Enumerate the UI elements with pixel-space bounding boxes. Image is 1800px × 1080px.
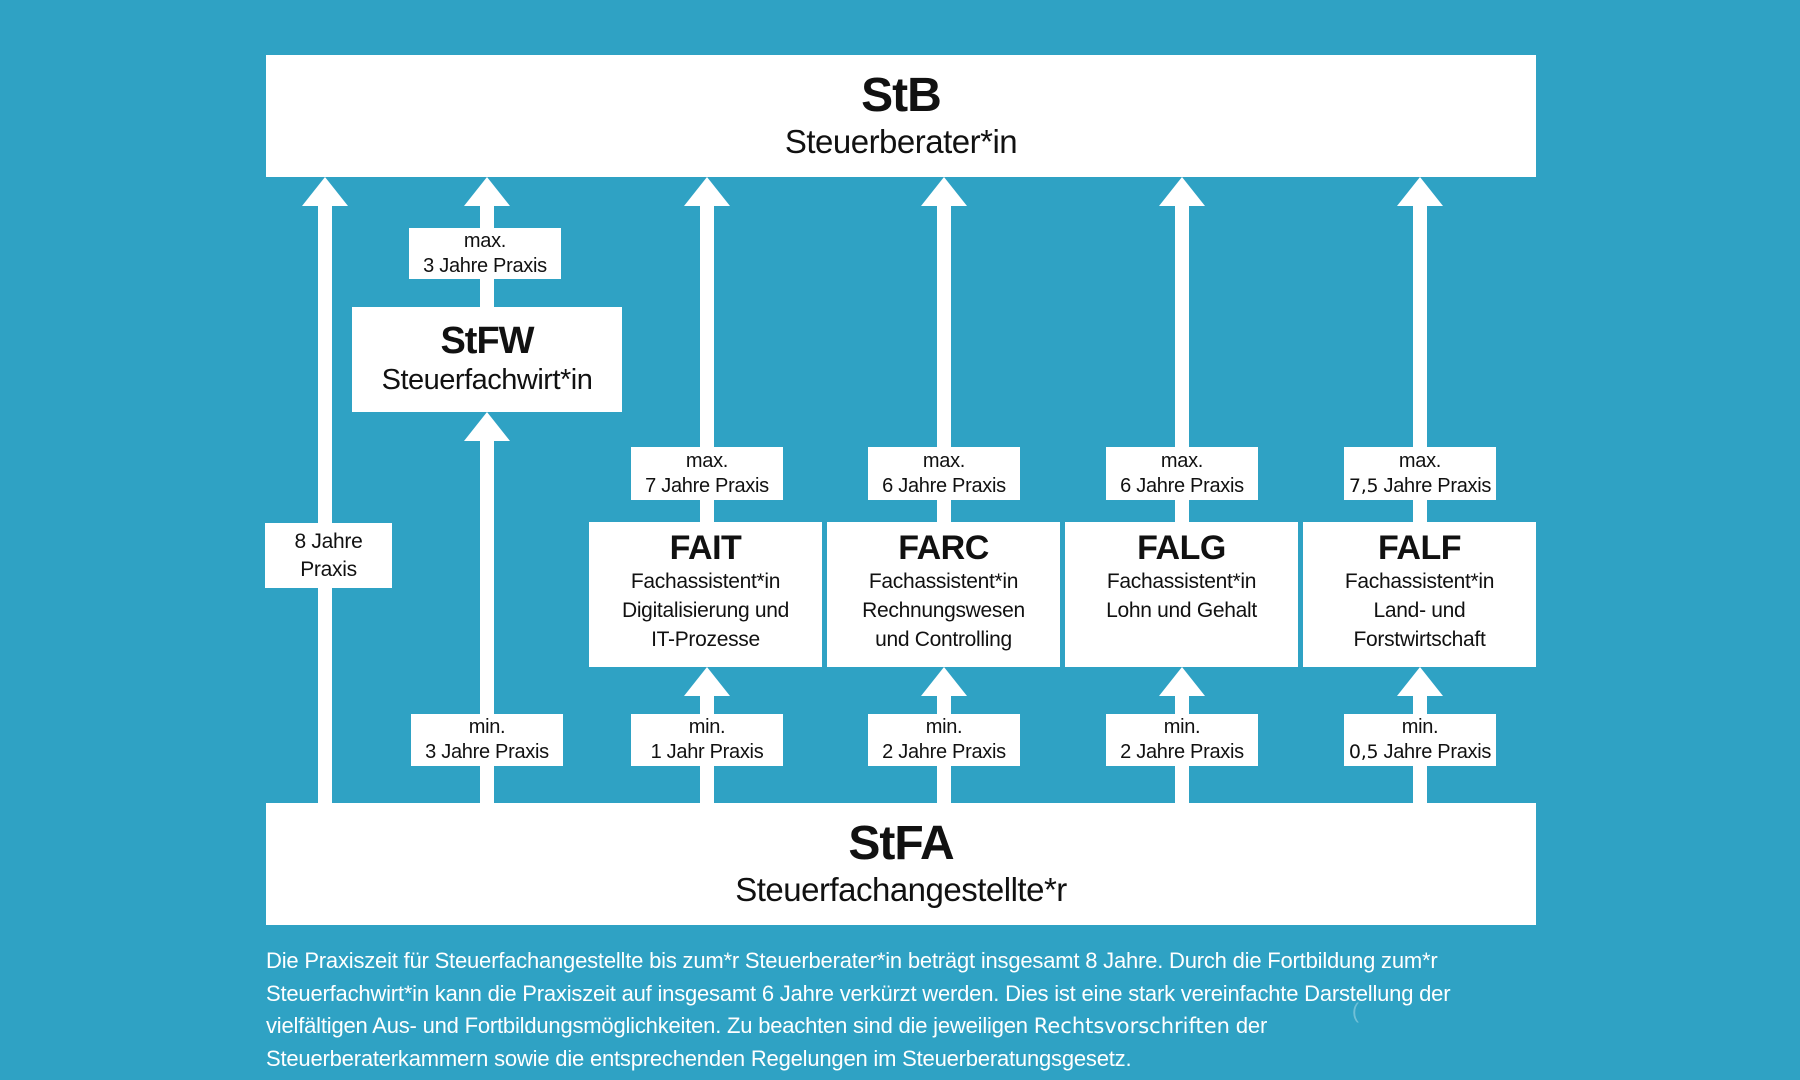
footer-note: Die Praxiszeit für Steuerfachangestellte… — [266, 945, 1451, 1075]
arrow-stfa-to-stb — [302, 177, 348, 803]
label-line: max. — [685, 449, 729, 472]
footer-line-3: vielfältigen Aus- und Fortbildungsmöglic… — [266, 1010, 1450, 1043]
label-line: 3 Jahre Praxis — [425, 741, 549, 763]
node-farc-line: und Controlling — [875, 628, 1012, 652]
arrowhead-up-icon — [302, 177, 348, 206]
node-fait: FAIT Fachassistent*in Digitalisierung un… — [589, 522, 822, 667]
label-line: max. — [1398, 449, 1442, 472]
label-line: 7 Jahre Praxis — [645, 474, 769, 497]
arrow-farc-to-stb — [921, 177, 967, 522]
node-falf-line: Land- und — [1373, 599, 1466, 623]
label-line: min. — [468, 716, 506, 738]
node-stb-name: Steuerberater*in — [784, 123, 1018, 161]
arrowhead-up-icon — [921, 177, 967, 206]
label-line: 6 Jahre Praxis — [882, 474, 1006, 497]
arrowhead-up-icon — [921, 667, 967, 696]
arrowhead-up-icon — [1159, 177, 1205, 206]
node-falf-line: Forstwirtschaft — [1353, 628, 1486, 652]
node-fait-line: Fachassistent*in — [630, 570, 781, 594]
footer-line-1: Die Praxiszeit für Steuerfachangestellte… — [266, 948, 1438, 973]
arrow-falg-to-stb — [1159, 177, 1205, 522]
label-8-jahre-praxis: 8 Jahre Praxis — [265, 523, 392, 588]
label-line: Praxis — [300, 557, 357, 581]
node-falg-line: Lohn und Gehalt — [1106, 599, 1257, 623]
label-line: max. — [463, 229, 507, 252]
node-farc: FARC Fachassistent*in Rechnungswesen und… — [827, 522, 1060, 667]
label-max-falf: max. 7,5 Jahre Praxis — [1344, 447, 1496, 500]
arrowhead-up-icon — [464, 412, 510, 441]
label-line: min. — [1401, 716, 1439, 738]
footer-line-3-pre: vielfältigen Aus- und Fortbildungsmöglic… — [266, 1013, 1034, 1038]
node-fait-abbr: FAIT — [669, 529, 742, 567]
label-line: min. — [688, 716, 726, 738]
footer-line-3-post: der — [1229, 1013, 1268, 1038]
label-line: min. — [925, 716, 963, 738]
stray-paren-mark: ( — [1352, 1000, 1359, 1023]
label-min-fait: min. 1 Jahr Praxis — [631, 714, 783, 766]
arrow-shaft — [700, 206, 714, 522]
arrow-shaft — [318, 206, 332, 803]
label-max-stfw: max. 3 Jahre Praxis — [409, 228, 561, 279]
node-stfa-name: Steuerfachangestellte*r — [735, 871, 1067, 909]
label-min-falf: min. 0,5 Jahre Praxis — [1344, 714, 1496, 766]
node-falg-line: Fachassistent*in — [1106, 570, 1257, 594]
label-line: 7,5 Jahre Praxis — [1349, 474, 1491, 499]
label-line: 8 Jahre — [294, 529, 363, 553]
arrowhead-up-icon — [684, 667, 730, 696]
arrow-shaft — [1413, 206, 1427, 522]
arrow-fait-to-stb — [684, 177, 730, 522]
label-line: max. — [922, 449, 966, 472]
arrowhead-up-icon — [1397, 667, 1443, 696]
label-line-rest: Jahre Praxis — [1383, 741, 1492, 763]
node-stb-abbr: StB — [861, 68, 942, 122]
node-stfa: StFA Steuerfachangestellte*r — [266, 803, 1536, 925]
node-stfa-abbr: StFA — [848, 816, 954, 870]
node-falg-abbr: FALG — [1137, 529, 1226, 567]
arrowhead-up-icon — [1397, 177, 1443, 206]
node-stfw-abbr: StFW — [440, 319, 534, 362]
node-falf-line: Fachassistent*in — [1344, 570, 1495, 594]
label-line: 2 Jahre Praxis — [882, 741, 1006, 763]
node-falg: FALG Fachassistent*in Lohn und Gehalt — [1065, 522, 1298, 667]
label-max-falg: max. 6 Jahre Praxis — [1106, 447, 1258, 500]
label-line: min. — [1163, 716, 1201, 738]
label-min-falg: min. 2 Jahre Praxis — [1106, 714, 1258, 766]
label-number: 7,5 — [1348, 474, 1379, 497]
arrow-shaft — [480, 441, 494, 803]
footer-line-2: Steuerfachwirt*in kann die Praxiszeit au… — [266, 980, 1451, 1006]
node-falf: FALF Fachassistent*in Land- und Forstwir… — [1303, 522, 1536, 667]
node-fait-line: Digitalisierung und — [621, 599, 790, 623]
node-falf-abbr: FALF — [1378, 529, 1461, 567]
node-stfw: StFW Steuerfachwirt*in — [352, 307, 622, 412]
label-max-farc: max. 6 Jahre Praxis — [868, 447, 1020, 500]
arrowhead-up-icon — [464, 177, 510, 206]
node-stb: StB Steuerberater*in — [266, 55, 1536, 177]
arrowhead-up-icon — [684, 177, 730, 206]
label-max-fait: max. 7 Jahre Praxis — [631, 447, 783, 500]
label-min-stfw: min. 3 Jahre Praxis — [411, 714, 563, 766]
label-line: 6 Jahre Praxis — [1120, 474, 1244, 497]
node-farc-abbr: FARC — [898, 529, 989, 567]
arrow-shaft — [1175, 206, 1189, 522]
arrow-shaft — [937, 206, 951, 522]
label-number: 0,5 — [1348, 741, 1379, 763]
label-min-farc: min. 2 Jahre Praxis — [868, 714, 1020, 766]
label-line: 2 Jahre Praxis — [1120, 741, 1244, 763]
node-farc-line: Fachassistent*in — [868, 570, 1019, 594]
arrow-stfa-to-stfw — [464, 412, 510, 803]
arrow-falf-to-stb — [1397, 177, 1443, 522]
footer-line-4: Steuerberaterkammern sowie die entsprech… — [266, 1045, 1132, 1071]
footer-rechtsvorschriften-text: Rechtsvorschriften — [1033, 1014, 1230, 1038]
node-stfw-name: Steuerfachwirt*in — [381, 364, 593, 397]
label-line: 1 Jahr Praxis — [650, 741, 764, 763]
label-line: max. — [1160, 449, 1204, 472]
arrowhead-up-icon — [1159, 667, 1205, 696]
label-line: 0,5 Jahre Praxis — [1349, 740, 1491, 765]
node-farc-line: Rechnungswesen — [862, 599, 1025, 623]
label-line-rest: Jahre Praxis — [1383, 474, 1492, 497]
label-line: 3 Jahre Praxis — [423, 254, 547, 277]
node-fait-line: IT-Prozesse — [651, 628, 760, 652]
